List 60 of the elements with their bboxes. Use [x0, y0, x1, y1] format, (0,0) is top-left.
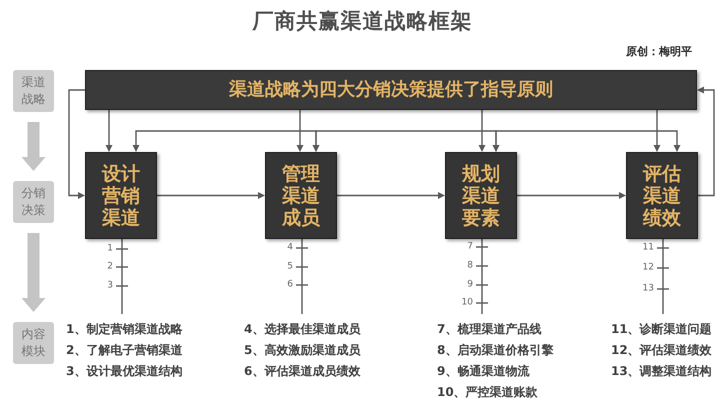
decision-title: 评估渠道绩效	[643, 162, 681, 228]
list-item: 9、畅通渠道物流	[437, 363, 530, 380]
tick-number: 10	[462, 298, 473, 308]
arrow	[68, 89, 85, 199]
decision-title: 规划渠道要素	[462, 162, 500, 228]
stage-box	[13, 70, 54, 112]
tick-number: 5	[287, 262, 293, 272]
block-arrow	[22, 233, 46, 312]
tick-number: 11	[642, 242, 654, 254]
stage-box	[13, 322, 54, 364]
diagram-title: 厂商共赢渠道战略框架	[252, 8, 472, 35]
tick-number: 9	[467, 280, 473, 290]
arrow	[517, 192, 626, 199]
list-item: 5、高效激励渠道成员	[244, 342, 360, 359]
tick-number: 13	[642, 284, 654, 294]
double-arrow	[492, 130, 680, 152]
tick-number: 1	[107, 244, 113, 254]
banner-text: 渠道战略为四大分销决策提供了指导原则	[229, 79, 553, 101]
list-item: 11、诊断渠道问题	[611, 321, 712, 338]
stage-title: 渠道战略	[22, 74, 46, 108]
banner-bar	[85, 70, 697, 110]
tick-number: 6	[287, 280, 293, 290]
arrow	[296, 110, 304, 152]
decision-box	[265, 152, 337, 239]
decision-box	[85, 152, 157, 239]
list-item: 1、制定营销渠道战略	[66, 321, 182, 338]
source-credit: 原创：梅明平	[626, 45, 692, 59]
tick-number: 7	[467, 242, 473, 252]
tick-number: 4	[287, 242, 293, 254]
stage-title: 分销决策	[22, 185, 46, 219]
list-item: 7、梳理渠道产品线	[437, 321, 542, 338]
list-item: 13、调整渠道结构	[611, 363, 712, 380]
list-item: 2、了解电子营销渠道	[66, 342, 182, 359]
connector-line	[301, 239, 303, 314]
list-item: 3、设计最优渠道结构	[66, 363, 182, 380]
arrow	[157, 192, 265, 199]
arrow	[654, 110, 660, 152]
stage-title: 内容模块	[22, 326, 46, 360]
list-item: 4、选择最佳渠道成员	[244, 321, 360, 338]
list-item: 8、启动渠道价格引擎	[437, 342, 554, 359]
decision-title: 管理渠道成员	[282, 162, 320, 228]
tick-number: 12	[642, 262, 654, 274]
block-arrow	[22, 122, 46, 171]
decision-box	[626, 152, 698, 239]
list-item: 10、严控渠道账款	[437, 384, 538, 401]
arrow	[478, 110, 486, 152]
list-item: 6、评估渠道成员绩效	[244, 363, 360, 380]
decision-title: 设计营销渠道	[102, 162, 140, 228]
connector-line	[121, 239, 123, 314]
arrow	[337, 192, 445, 199]
tick-number: 8	[467, 260, 473, 272]
tick-number: 2	[107, 262, 113, 272]
decision-box	[445, 152, 517, 239]
connector-line	[662, 239, 664, 314]
stage-box	[13, 181, 54, 223]
arrow	[106, 110, 112, 152]
connector-line	[481, 239, 483, 314]
list-item: 12、评估渠道绩效	[611, 342, 712, 359]
tick-number: 3	[107, 280, 113, 292]
arrow	[697, 86, 715, 196]
